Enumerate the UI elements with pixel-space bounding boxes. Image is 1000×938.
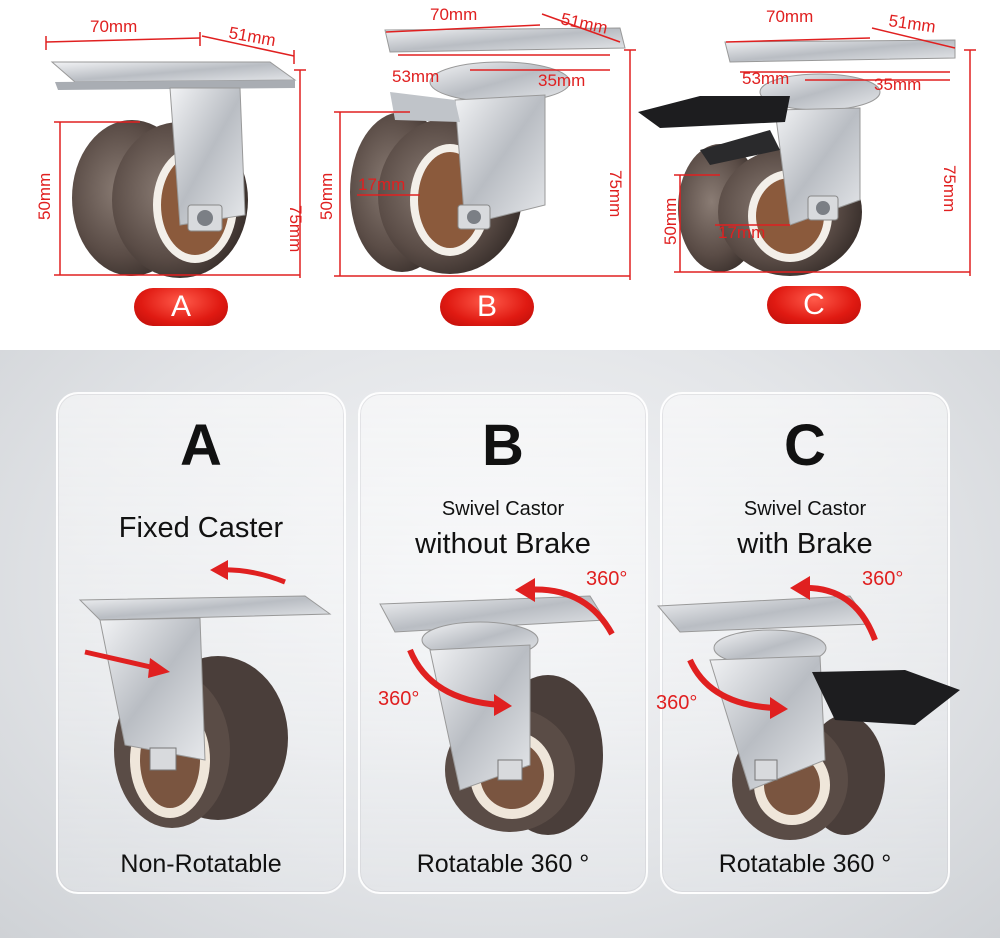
card-c-letter: C [784, 413, 826, 478]
caster-a-dimensions [45, 32, 306, 278]
caster-c-hole-x-label: 53mm [742, 69, 789, 88]
card-a: A Fixed Caster Non-Rotatable [56, 392, 346, 894]
caster-b-hole-y-label: 35mm [538, 71, 585, 90]
card-a-letter: A [180, 413, 222, 478]
caster-c-total-height-label: 75mm [940, 165, 959, 212]
card-c: C Swivel Castor with Brake Rotatable 360… [660, 392, 950, 894]
card-c-rotation-label-top: 360° [862, 568, 904, 590]
card-c-title: with Brake [737, 528, 873, 560]
card-c-subtitle: Swivel Castor [743, 498, 867, 520]
caster-c-dimensions [674, 27, 976, 276]
card-b: B Swivel Castor without Brake Rotatable … [358, 392, 648, 894]
badge-c: C [767, 286, 861, 324]
caster-b-dimensions [334, 13, 636, 280]
caster-b-width-label: 70mm [430, 5, 477, 24]
dimension-drawings: 70mm 51mm 50mm 75mm 70mm 51mm 53mm 35mm … [35, 5, 976, 280]
caster-c-wheel-height-label: 50mm [661, 198, 680, 245]
caster-a-drawing [50, 61, 297, 278]
caster-b-hole-x-label: 53mm [392, 67, 439, 86]
card-c-footer: Rotatable 360 ° [718, 850, 892, 878]
card-c-rotation-label-side: 360° [656, 692, 698, 714]
card-a-title: Fixed Caster [118, 512, 284, 544]
card-b-rotation-label-side: 360° [378, 688, 420, 710]
card-b-rotation-label-top: 360° [586, 568, 628, 590]
caster-c-width-label: 70mm [766, 7, 813, 26]
caster-a-width-label: 70mm [90, 17, 137, 36]
caster-c-drawing [638, 39, 956, 276]
card-b-letter: B [482, 413, 524, 478]
caster-a-wheel-height-label: 50mm [35, 173, 54, 220]
card-b-footer: Rotatable 360 ° [416, 850, 590, 878]
caster-b-drawing [350, 27, 626, 274]
caster-a-depth-label: 51mm [227, 23, 277, 50]
card-a-footer: Non-Rotatable [120, 850, 282, 878]
badge-a: A [134, 288, 228, 326]
caster-c-depth-label: 51mm [887, 11, 936, 36]
caster-a-total-height-label: 75mm [286, 205, 305, 252]
caster-b-wheel-height-label: 50mm [317, 173, 336, 220]
caster-b-wheel-width-label: 17mm [358, 175, 405, 194]
card-b-subtitle: Swivel Castor [441, 498, 565, 520]
caster-c-wheel-width-label: 17mm [718, 223, 765, 242]
caster-c-hole-y-label: 35mm [874, 75, 921, 94]
card-b-title: without Brake [415, 528, 591, 560]
caster-b-total-height-label: 75mm [606, 170, 625, 217]
badge-b: B [440, 288, 534, 326]
